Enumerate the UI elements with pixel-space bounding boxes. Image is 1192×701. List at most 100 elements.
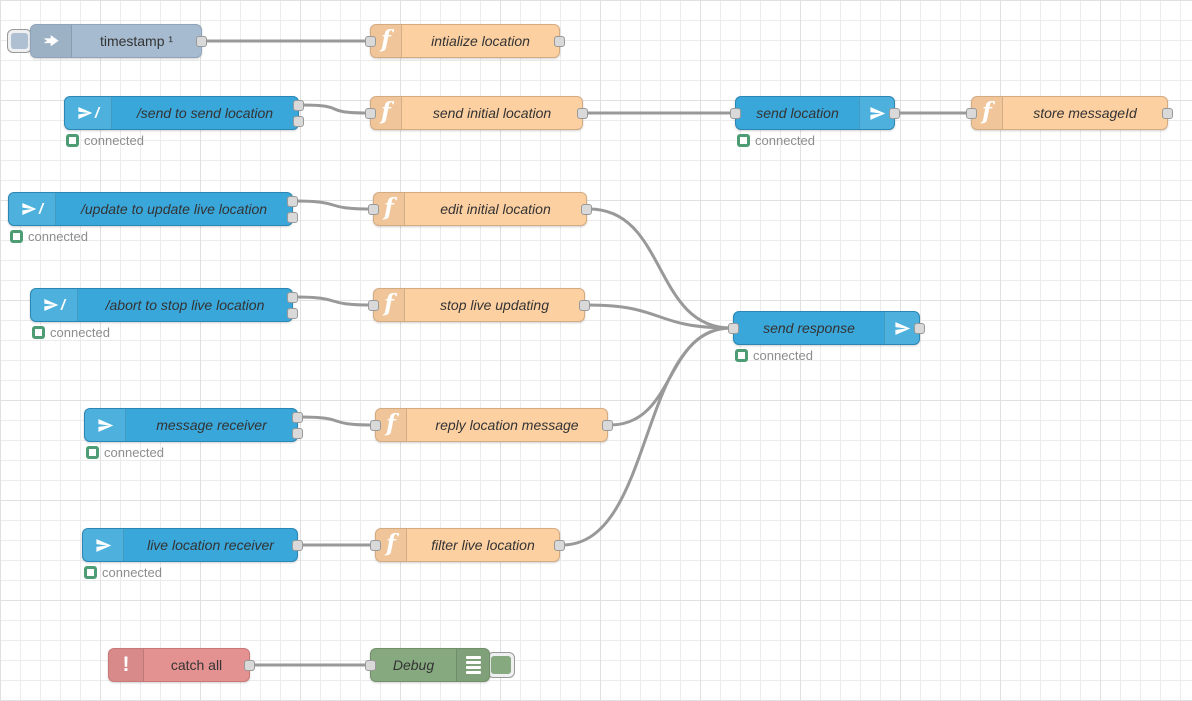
node-icon-region (83, 529, 124, 561)
wire[interactable] (293, 199, 373, 211)
function-icon: f (384, 289, 394, 317)
debug-toggle-button[interactable] (487, 652, 515, 678)
wire[interactable] (560, 326, 733, 547)
node-cmd-send[interactable]: //send to send location (64, 96, 304, 130)
status-text: connected (753, 348, 813, 363)
node-telegram-live-location-receiver[interactable]: live location receiver (82, 528, 303, 562)
node-label: timestamp ¹ (99, 33, 174, 49)
telegram-icon (22, 203, 37, 215)
node-icon-region (31, 25, 72, 57)
node-status: connected (32, 325, 110, 340)
status-text: connected (84, 133, 144, 148)
node-func-initialize-location[interactable]: f intialize location (365, 24, 565, 58)
slash-icon: / (38, 200, 44, 218)
output-port[interactable] (293, 100, 304, 111)
function-icon: f (381, 25, 391, 53)
debug-toggle-face (491, 656, 511, 674)
status-text: connected (102, 565, 162, 580)
node-icon-region: f (371, 25, 402, 57)
node-label: edit initial location (440, 201, 551, 217)
inject-button[interactable] (7, 29, 32, 53)
output-port[interactable] (293, 116, 304, 127)
input-port[interactable] (365, 36, 376, 47)
node-catch-all[interactable]: !catch all (108, 648, 255, 682)
output-port[interactable] (287, 212, 298, 223)
output-port[interactable] (577, 108, 588, 119)
node-icon-region: f (376, 409, 407, 441)
node-label: live location receiver (147, 537, 274, 553)
node-telegram-message-receiver[interactable]: message receiver (84, 408, 303, 442)
node-icon-region (456, 649, 489, 681)
output-port[interactable] (287, 292, 298, 303)
output-port[interactable] (292, 540, 303, 551)
output-port[interactable] (914, 323, 925, 334)
output-port[interactable] (287, 196, 298, 207)
output-port[interactable] (579, 300, 590, 311)
node-label: send initial location (432, 105, 552, 121)
input-port[interactable] (365, 660, 376, 671)
node-telegram-send-location[interactable]: send location (730, 96, 900, 130)
inject-button-face (11, 33, 28, 49)
wire[interactable] (585, 303, 733, 330)
input-port[interactable] (966, 108, 977, 119)
node-cmd-update[interactable]: //update to update live location (8, 192, 298, 226)
node-icon-region: / (31, 289, 78, 321)
input-port[interactable] (368, 204, 379, 215)
debug-list-icon (465, 656, 481, 674)
output-port[interactable] (287, 308, 298, 319)
node-label: Debug (392, 657, 435, 673)
output-port[interactable] (554, 540, 565, 551)
output-port[interactable] (554, 36, 565, 47)
output-port[interactable] (889, 108, 900, 119)
wire[interactable] (587, 207, 733, 330)
wire[interactable] (293, 295, 373, 307)
node-label: reply location message (435, 417, 579, 433)
wire[interactable] (298, 415, 375, 427)
node-func-edit-initial-location[interactable]: f edit initial location (368, 192, 592, 226)
node-icon-region: / (9, 193, 56, 225)
input-port[interactable] (368, 300, 379, 311)
output-port[interactable] (244, 660, 255, 671)
inject-arrow-icon (43, 34, 59, 46)
node-icon-region: f (374, 193, 405, 225)
output-port[interactable] (581, 204, 592, 215)
output-port[interactable] (602, 420, 613, 431)
node-label: /abort to stop live location (105, 297, 265, 313)
wire[interactable] (299, 103, 370, 115)
node-func-store-messageid[interactable]: f store messageId (966, 96, 1173, 130)
node-func-reply-location-message[interactable]: f reply location message (370, 408, 613, 442)
input-port[interactable] (730, 108, 741, 119)
node-icon-region: f (972, 97, 1003, 129)
function-icon: f (386, 529, 396, 557)
node-label: intialize location (431, 33, 530, 49)
output-port[interactable] (292, 428, 303, 439)
input-port[interactable] (370, 420, 381, 431)
telegram-icon (78, 107, 93, 119)
node-status: connected (10, 229, 88, 244)
node-debug[interactable]: Debug (365, 648, 490, 682)
node-label: message receiver (156, 417, 267, 433)
node-status: connected (84, 565, 162, 580)
function-icon: f (386, 409, 396, 437)
function-icon: f (384, 193, 394, 221)
node-label: catch all (170, 657, 223, 673)
input-port[interactable] (370, 540, 381, 551)
node-label: store messageId (1033, 105, 1137, 121)
node-inject-timestamp[interactable]: timestamp ¹ (30, 24, 207, 58)
telegram-icon (869, 106, 885, 120)
node-label: send response (763, 320, 855, 336)
output-port[interactable] (1162, 108, 1173, 119)
function-icon: f (982, 97, 992, 125)
input-port[interactable] (728, 323, 739, 334)
input-port[interactable] (365, 108, 376, 119)
output-port[interactable] (292, 412, 303, 423)
node-cmd-abort[interactable]: / /abort to stop live location (30, 288, 298, 322)
output-port[interactable] (196, 36, 207, 47)
status-text: connected (50, 325, 110, 340)
node-telegram-send-response[interactable]: send response (728, 311, 925, 345)
